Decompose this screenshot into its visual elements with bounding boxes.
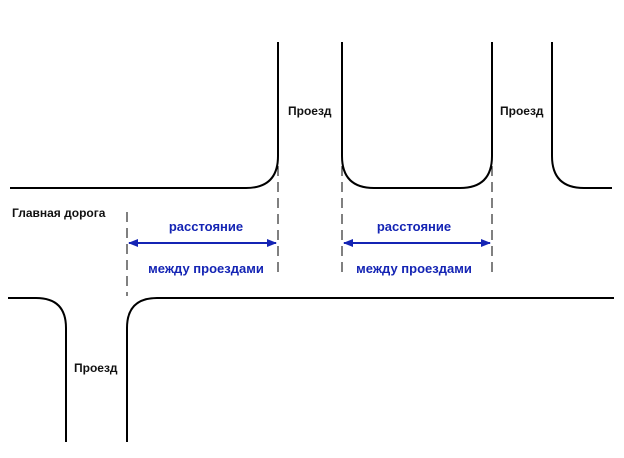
main-road-bottom-edge-right [126,297,614,442]
main-road-top-edge-left [10,42,279,189]
main-road-top-edge-right [551,42,612,189]
main-road-bottom-edge-left [8,297,67,442]
main-road-top-edge-middle [341,42,493,189]
driveway-label-top-1: Проезд [288,104,332,118]
main-road-label: Главная дорога [12,206,106,220]
distance-label-2-line1: расстояние [377,219,451,234]
driveway-label-top-2: Проезд [500,104,544,118]
driveway-label-bottom: Проезд [74,361,118,375]
distance-label-1-line2: между проездами [148,261,264,276]
distance-label-1-line1: расстояние [169,219,243,234]
distance-label-2-line2: между проездами [356,261,472,276]
